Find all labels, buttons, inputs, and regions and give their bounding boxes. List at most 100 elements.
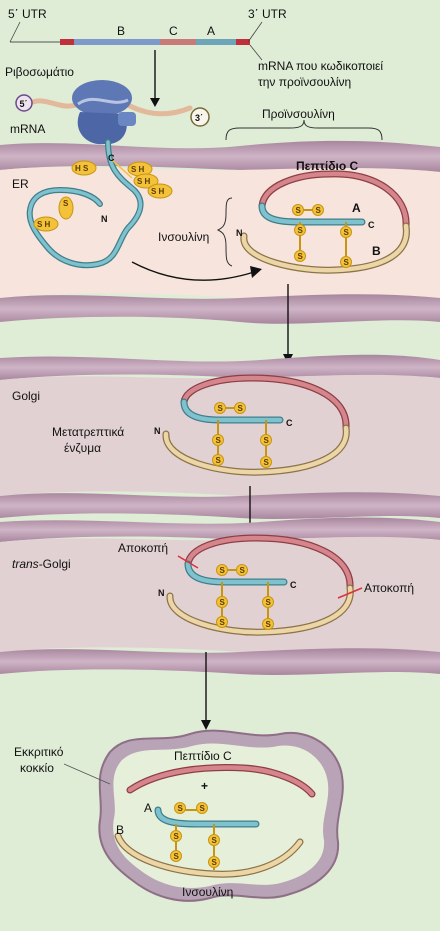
svg-text:S: S bbox=[220, 618, 226, 627]
utr3-segment bbox=[236, 39, 250, 45]
nascent-n-term: N bbox=[101, 214, 108, 224]
cleavage-mark-right bbox=[337, 587, 363, 599]
golgi-membrane-bottom bbox=[0, 492, 440, 519]
trans-disulfides: S S S S S S bbox=[216, 564, 274, 630]
utr5-pointer bbox=[9, 21, 21, 43]
vesicle-insulin-label: Ινσουλίνη bbox=[182, 885, 233, 899]
cleavage-mark-left bbox=[177, 555, 199, 569]
proinsulin-label: Προϊνσουλίνη bbox=[262, 107, 335, 121]
er-chain-a-label: A bbox=[352, 201, 361, 215]
svg-text:S: S bbox=[240, 566, 246, 575]
translation-arrowhead bbox=[150, 98, 160, 107]
ribosome-group: 5΄ 3΄ Ριβοσωμάτιο mRNA Προϊνσουλίνη bbox=[5, 65, 383, 145]
er-disulfides: S S S S S S bbox=[292, 204, 352, 268]
golgi-enzymes-line2: ένζυμα bbox=[64, 441, 101, 455]
svg-text:S: S bbox=[174, 852, 180, 861]
golgi-chain-b bbox=[163, 425, 349, 475]
golgi-chain-a bbox=[181, 399, 283, 423]
svg-text:S H: S H bbox=[137, 177, 151, 186]
vesicle-disulfides: S S S S S S bbox=[170, 802, 220, 870]
golgi-peptide-c bbox=[181, 375, 349, 431]
vesicle-pointer bbox=[63, 763, 111, 785]
vesicle-peptide-c bbox=[127, 765, 315, 797]
trans-chain-a bbox=[185, 561, 287, 585]
svg-text:S: S bbox=[296, 206, 302, 215]
er-membrane-bottom bbox=[0, 294, 440, 324]
svg-text:S: S bbox=[212, 858, 218, 867]
utr3-label: 3΄ UTR bbox=[248, 7, 287, 21]
sh-group-hs: H S bbox=[71, 160, 97, 176]
vesicle-chain-a-label: A bbox=[144, 801, 152, 815]
er-peptide-c-label: Πεπτίδιο C bbox=[296, 159, 359, 173]
svg-text:S: S bbox=[266, 598, 272, 607]
ribosome-large-subunit bbox=[72, 80, 132, 116]
sh-group-2: S H bbox=[133, 173, 159, 189]
arrowhead-trans-vesicle bbox=[201, 720, 211, 730]
sh-group-5: S H bbox=[33, 216, 59, 232]
golgi-c-term: C bbox=[286, 418, 293, 428]
vesicle-chain-b bbox=[115, 833, 303, 877]
svg-text:S: S bbox=[218, 404, 224, 413]
er-n-term: N bbox=[236, 228, 243, 238]
mrna-bar: 5΄ UTR 3΄ UTR B C A mRNA που κωδικοποιεί… bbox=[8, 7, 383, 107]
svg-text:S: S bbox=[178, 804, 184, 813]
er-chain-b-label: B bbox=[372, 244, 381, 258]
folding-arrow bbox=[131, 261, 255, 281]
cleavage-left-label: Αποκοπή bbox=[118, 541, 168, 555]
trans-golgi-membrane-bottom bbox=[0, 648, 440, 675]
svg-text:H S: H S bbox=[75, 164, 89, 173]
ribosome-lobe bbox=[118, 112, 136, 126]
er-label: ER bbox=[12, 177, 29, 191]
svg-text:S: S bbox=[298, 226, 304, 235]
sh-group-3: S H bbox=[147, 183, 173, 199]
end3-label: 3΄ bbox=[195, 113, 203, 123]
er-insulin-bracket bbox=[216, 197, 233, 267]
end5-label: 5΄ bbox=[20, 99, 28, 109]
ribosome-mrna-label: mRNA bbox=[10, 122, 45, 136]
er-insulin-label: Ινσουλίνη bbox=[158, 230, 209, 244]
trans-peptide-c bbox=[185, 535, 353, 591]
golgi-disulfides: S S S S S S bbox=[212, 402, 272, 468]
trans-golgi-lumen bbox=[0, 536, 440, 653]
sh-link-1 bbox=[111, 159, 133, 179]
svg-text:S: S bbox=[220, 566, 226, 575]
c-segment-left bbox=[160, 39, 196, 45]
a-segment bbox=[196, 39, 236, 45]
sh-group-1: S H bbox=[127, 161, 153, 177]
vesicle-lumen bbox=[113, 743, 329, 889]
secretory-vesicle: Εκκριτικό κοκκίο Πεπτίδιο C + S S S S S … bbox=[14, 729, 344, 902]
svg-text:S: S bbox=[316, 206, 322, 215]
utr5-segment bbox=[60, 39, 74, 45]
nascent-chain bbox=[27, 140, 143, 267]
vesicle-label-line2: κοκκίο bbox=[20, 761, 54, 775]
mrna-through-ribosome bbox=[77, 97, 129, 106]
svg-text:S: S bbox=[298, 252, 304, 261]
golgi-membrane-top bbox=[0, 354, 440, 380]
end5-badge bbox=[15, 94, 33, 112]
svg-text:S: S bbox=[216, 436, 222, 445]
svg-text:S: S bbox=[212, 836, 218, 845]
end3-badge bbox=[190, 107, 210, 127]
svg-text:S: S bbox=[200, 804, 206, 813]
trans-n-term: N bbox=[158, 588, 165, 598]
b-segment bbox=[74, 39, 160, 45]
vesicle-chain-a bbox=[155, 807, 259, 827]
vesicle-peptide-c-label: Πεπτίδιο C bbox=[174, 749, 232, 763]
sh-group-4: S bbox=[58, 196, 74, 220]
mrna-caption-line2: την προϊνσουλίνη bbox=[258, 75, 351, 89]
trans-chain-b bbox=[167, 585, 353, 635]
vesicle-label-line1: Εκκριτικό bbox=[14, 745, 64, 759]
svg-text:S: S bbox=[238, 404, 244, 413]
svg-text:S H: S H bbox=[151, 187, 165, 196]
svg-text:S: S bbox=[264, 458, 270, 467]
svg-text:S: S bbox=[264, 436, 270, 445]
nascent-c-term: C bbox=[108, 153, 115, 163]
svg-text:S: S bbox=[344, 228, 350, 237]
mrna-caption-line1: mRNA που κωδικοποιεί bbox=[258, 59, 383, 73]
ribosome-small-subunit bbox=[77, 112, 127, 145]
trans-golgi-compartment: trans-Golgi Αποκοπή Αποκοπή S S S S S S … bbox=[0, 517, 440, 675]
ribosome-label: Ριβοσωμάτιο bbox=[5, 65, 74, 79]
golgi-compartment: Golgi Μετατρεπτικά ένζυμα S S S S S S C … bbox=[0, 354, 440, 519]
golgi-label: Golgi bbox=[12, 389, 40, 403]
